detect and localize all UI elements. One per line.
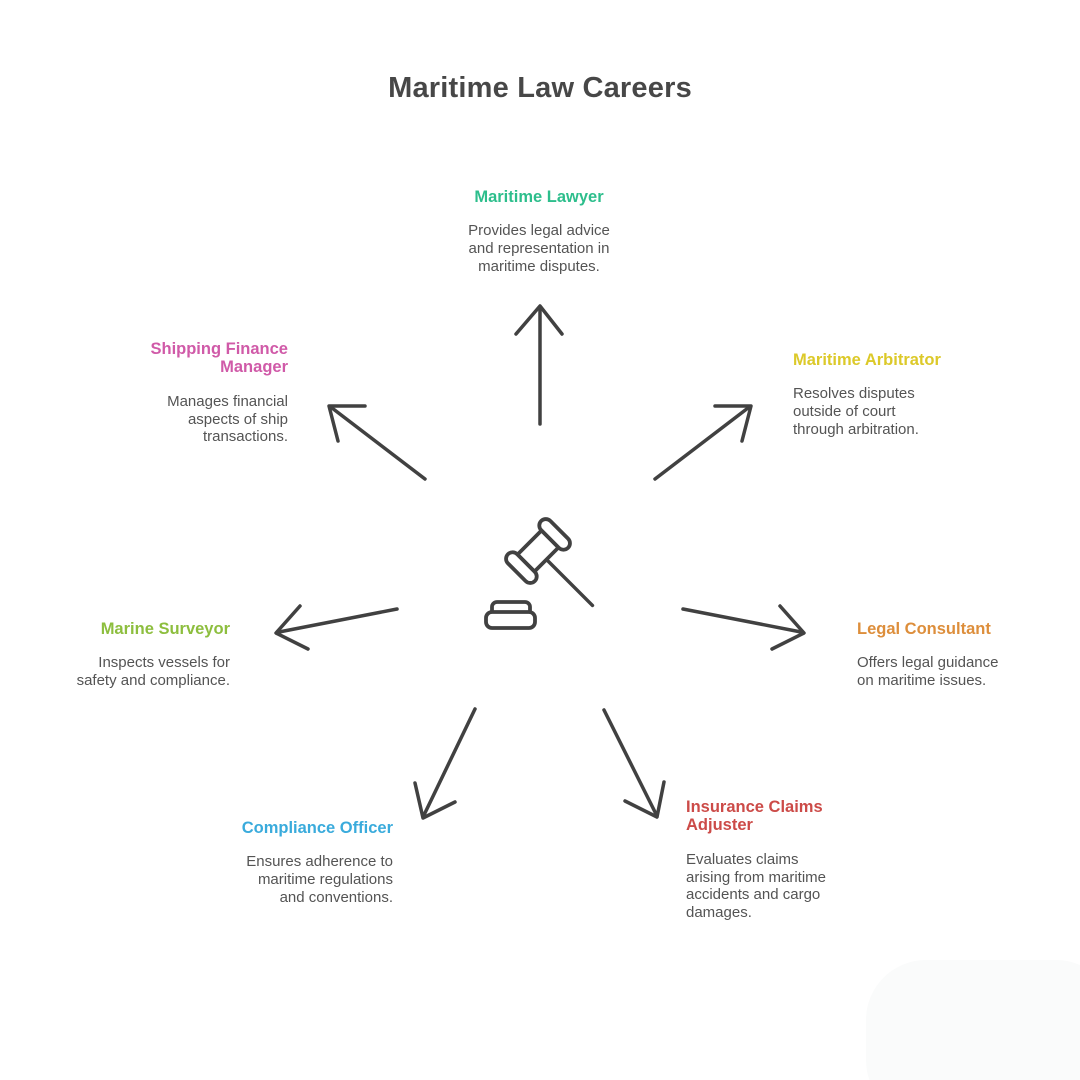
career-node-maritime-lawyer: Maritime Lawyer Provides legal advice an… xyxy=(429,188,649,275)
career-description: Inspects vessels for safety and complian… xyxy=(76,654,230,690)
career-title: Compliance Officer xyxy=(241,819,393,837)
career-title: Shipping Finance Manager xyxy=(150,340,288,377)
career-description: Evaluates claims arising from maritime a… xyxy=(686,850,827,921)
corner-decoration xyxy=(866,960,1080,1080)
career-description: Ensures adherence to maritime regulation… xyxy=(246,853,393,906)
career-title: Maritime Lawyer xyxy=(474,188,604,206)
career-description: Manages financial aspects of ship transa… xyxy=(167,392,288,446)
career-node-marine-surveyor: Marine Surveyor Inspects vessels for saf… xyxy=(20,620,230,690)
career-description: Offers legal guidance on maritime issues… xyxy=(857,654,999,690)
arrow-lower-right xyxy=(602,708,666,819)
career-title: Marine Surveyor xyxy=(100,620,230,638)
career-node-compliance-officer: Compliance Officer Ensures adherence to … xyxy=(163,819,393,906)
career-node-maritime-arbitrator: Maritime Arbitrator Resolves disputes ou… xyxy=(793,351,1013,438)
page-title: Maritime Law Careers xyxy=(388,72,692,104)
career-node-legal-consultant: Legal Consultant Offers legal guidance o… xyxy=(857,620,1077,690)
gavel-icon xyxy=(484,517,595,630)
career-title: Maritime Arbitrator xyxy=(793,351,941,369)
arrow-upper-right xyxy=(653,404,753,481)
career-title: Insurance Claims Adjuster xyxy=(686,798,823,835)
career-title: Legal Consultant xyxy=(857,620,991,638)
career-node-shipping-finance-manager: Shipping Finance Manager Manages financi… xyxy=(128,340,288,446)
arrow-left xyxy=(274,604,399,651)
arrow-right xyxy=(681,604,806,651)
arrow-lower-left xyxy=(413,707,477,820)
arrow-top xyxy=(514,304,564,426)
arrow-upper-left xyxy=(327,404,427,481)
career-description: Resolves disputes outside of court throu… xyxy=(793,385,919,438)
career-description: Provides legal advice and representation… xyxy=(468,222,610,275)
gavel-sound-block xyxy=(484,600,537,630)
career-node-insurance-claims-adjuster: Insurance Claims Adjuster Evaluates clai… xyxy=(686,798,856,921)
